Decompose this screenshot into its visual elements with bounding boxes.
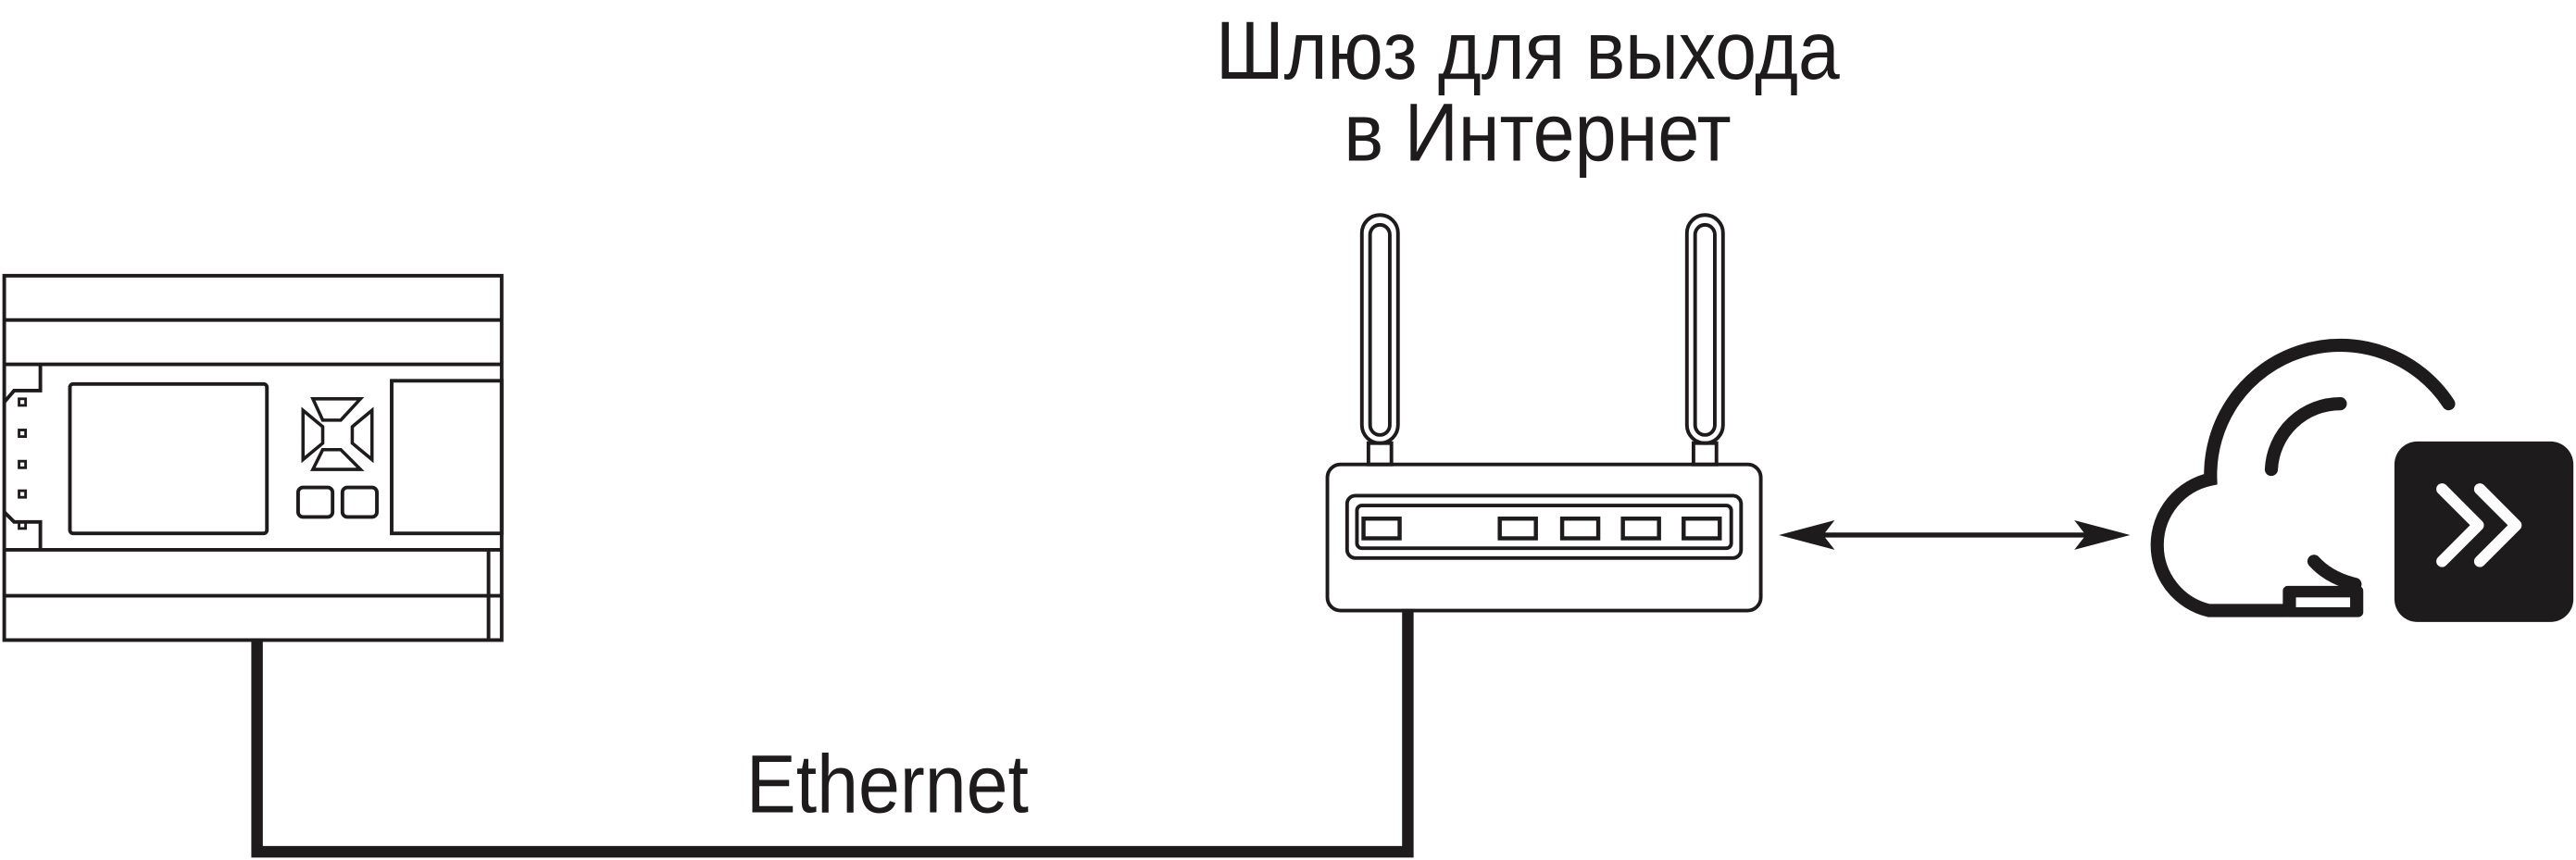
dpad-right	[350, 406, 374, 464]
cloud-connection-icon	[2150, 338, 2456, 617]
bidirectional-arrow	[1779, 520, 2131, 550]
plc-dpad	[301, 397, 374, 471]
dpad-up	[310, 397, 365, 422]
antenna-right	[1684, 213, 1725, 445]
wifi-router-icon	[1325, 213, 1763, 613]
plc-button-1	[295, 485, 335, 519]
plc-button-2	[340, 485, 379, 519]
dpad-down	[310, 448, 365, 471]
gateway-label-line2: в Интернет	[1344, 87, 1731, 179]
antenna-left	[1359, 213, 1400, 445]
router-body	[1325, 462, 1763, 613]
router-ports	[1361, 517, 1722, 541]
double-chevron-app-icon	[2394, 441, 2574, 622]
plc-controller-icon	[2, 273, 504, 642]
cable-label: Ethernet	[746, 739, 1029, 830]
plc-side-panel	[390, 379, 504, 536]
plc-led-indicators	[18, 397, 28, 530]
plc-display	[68, 381, 269, 536]
dpad-left	[301, 406, 325, 464]
ethernet-cable	[251, 608, 1414, 858]
gateway-label-line1: Шлюз для выхода	[1216, 5, 1840, 96]
